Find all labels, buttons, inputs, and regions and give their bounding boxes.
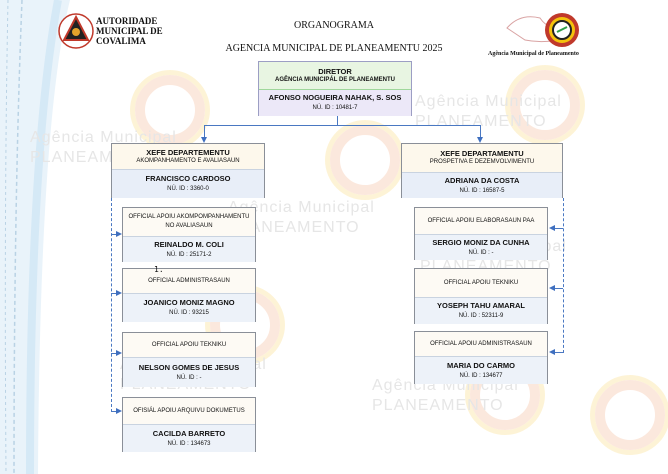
staff-box: OFFICIAL APOIU ELABORASAUN PAA SERGIO MO… xyxy=(414,207,548,260)
connector xyxy=(555,288,563,289)
arrow-right-icon xyxy=(116,408,122,414)
connector xyxy=(111,234,117,235)
watermark-gear-icon xyxy=(510,70,580,140)
arrow-right-icon xyxy=(116,231,122,237)
staff-id: NÚ. ID : 134677 xyxy=(459,372,503,379)
staff-role: OFISIÁL APOIU ARQUIVU DOKUMETUS xyxy=(133,407,245,414)
staff-id: NÚ. ID : 134673 xyxy=(167,440,211,447)
staff-name: YOSEPH TAHU AMARAL xyxy=(437,301,525,310)
staff-name: JOANICO MONIZ MAGNO xyxy=(143,298,235,307)
dept-unit: AKOMPANHAMENTO E AVALIASAUN xyxy=(136,157,240,164)
connector xyxy=(111,293,117,294)
staff-box: OFFICIAL ADMINISTRASAUN JOANICO MONIZ MA… xyxy=(122,268,256,322)
dept-head-id: NÚ. ID : 16587-5 xyxy=(459,187,505,194)
dept-role: XEFE DEPARTEMENTU xyxy=(146,147,230,157)
staff-name: SERGIO MONIZ DA CUNHA xyxy=(432,237,530,247)
staff-name: CACILDA BARRETO xyxy=(152,428,226,438)
dept-head-name: FRANCISCO CARDOSO xyxy=(145,174,231,183)
arrow-down-icon xyxy=(201,137,207,143)
watermark-text: Agência Municipal PLANEAMENTO xyxy=(415,93,562,130)
arrow-right-icon xyxy=(116,290,122,296)
watermark-text: Agência Municipal PLANEAMENTO xyxy=(372,377,519,414)
staff-box: OFFICIAL APOIU TEKNIKU NELSON GOMES DE J… xyxy=(122,332,256,387)
staff-role: OFFICIAL APOIU TEKNIKU xyxy=(443,279,519,286)
logo-line: AUTORIDADE xyxy=(96,16,158,26)
logo-line: MUNICIPAL DE xyxy=(96,26,163,36)
staff-role: OFFICIAL APOIU ADMINISTRASAUN xyxy=(430,340,532,347)
connector xyxy=(111,198,112,412)
director-box: DIRETOR AGÊNCIA MUNICIPÁL DE PLANEAMENTU… xyxy=(258,61,412,116)
page-title: ORGANOGRAMA xyxy=(293,20,374,31)
staff-role: OFFICIAL APOIU ELABORASAUN PAA xyxy=(427,217,535,224)
connector xyxy=(337,116,338,125)
arrow-left-icon xyxy=(549,225,555,231)
department-head-box: XEFE DEPARTEMENTU AKOMPANHAMENTO E AVALI… xyxy=(111,143,265,198)
staff-id: NÚ. ID : 93215 xyxy=(169,310,209,316)
watermark-gear-icon xyxy=(135,75,205,145)
arrow-down-icon xyxy=(477,137,483,143)
connector xyxy=(480,125,481,137)
staff-box: OFISIÁL APOIU ARQUIVU DOKUMETUS CACILDA … xyxy=(122,397,256,452)
connector xyxy=(555,228,563,229)
staff-id: NÚ. ID : 52311-9 xyxy=(458,313,504,319)
staff-box: OFFICIAL APOIU TEKNIKU YOSEPH TAHU AMARA… xyxy=(414,268,548,324)
logo-line: COVALIMA xyxy=(96,36,146,46)
director-unit: AGÊNCIA MUNICIPÁL DE PLANEAMENTU xyxy=(274,76,395,83)
dept-head-id: NÚ. ID : 3360-0 xyxy=(167,186,209,192)
director-name: AFONSO NOGUEIRA NAHAK, S. SOS xyxy=(268,93,402,102)
arrow-left-icon xyxy=(549,285,555,291)
watermark-gear-icon xyxy=(595,380,665,450)
staff-id: NÚ. ID : - xyxy=(468,249,494,256)
staff-role: OFFICIAL ADMINISTRASAUN xyxy=(148,277,230,284)
dept-role: XEFE DEPARTAMENTU xyxy=(440,149,524,158)
agency-logo xyxy=(506,13,579,47)
director-role: DIRETOR xyxy=(318,66,352,76)
connector xyxy=(111,411,117,412)
agency-logo-caption: Agência Municipal de Planeamento xyxy=(488,51,579,57)
arrow-left-icon xyxy=(549,349,555,355)
department-head-box: XEFE DEPARTAMENTU PROSPETIVA E DEZEMVOLV… xyxy=(401,143,563,198)
staff-name: NELSON GOMES DE JESUS xyxy=(138,362,240,372)
staff-id: NÚ. ID : 25171-2 xyxy=(166,251,212,258)
dept-head-name: ADRIANA DA COSTA xyxy=(444,175,520,185)
staff-id: NÚ. ID : - xyxy=(176,374,202,381)
watermark-text: Agência Municipal PLANEAMENTO xyxy=(228,199,375,236)
stray-label: 1. xyxy=(154,265,164,274)
left-logo-text: AUTORIDADE MUNICIPAL DE COVALIMA xyxy=(96,16,163,46)
director-id: NÚ. ID : 10481-7 xyxy=(312,105,358,111)
staff-name: REINALDO M. COLI xyxy=(154,239,224,249)
connector xyxy=(204,125,205,137)
staff-box: OFFICIAL APOIU AKOMPOMPANHAMENTU NO AVAL… xyxy=(122,207,256,262)
covalima-seal-logo xyxy=(58,13,94,49)
staff-box: OFFICIAL APOIU ADMINISTRASAUN MARIA DO C… xyxy=(414,331,548,384)
connector xyxy=(204,125,481,126)
dept-unit: PROSPETIVA E DEZEMVOLVIMENTU xyxy=(429,159,535,165)
watermark-gear-icon xyxy=(330,125,400,195)
connector xyxy=(111,353,117,354)
staff-role: OFFICIAL APOIU TEKNIKU xyxy=(151,341,227,348)
staff-name: MARIA DO CARMO xyxy=(446,360,516,370)
connector xyxy=(555,352,563,353)
staff-role: OFFICIAL APOIU AKOMPOMPANHAMENTU NO AVAL… xyxy=(128,214,250,229)
page-subtitle: AGENCIA MUNICIPAL DE PLANEAMENTU 2025 xyxy=(225,43,443,54)
arrow-right-icon xyxy=(116,350,122,356)
connector xyxy=(563,198,564,353)
